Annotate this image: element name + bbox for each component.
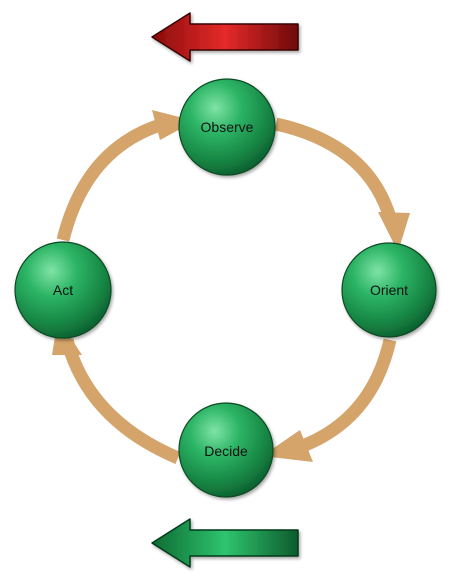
node-act-label: Act [53,282,73,298]
node-decide-label: Decide [204,443,248,459]
arrowhead-to-orient-icon [378,212,410,252]
connector-orient-to-decide [297,338,397,454]
top-left-arrow-icon [151,12,299,62]
node-observe: Observe [178,78,276,176]
node-decide: Decide [178,402,274,498]
arrowhead-to-decide-icon [262,430,313,462]
node-act: Act [14,241,112,339]
node-orient-label: Orient [370,282,408,298]
node-observe-label: Observe [201,119,254,135]
node-orient: Orient [341,242,437,338]
cycle-connectors [56,117,399,464]
connector-observe-to-orient [274,117,399,227]
connector-decide-to-act [60,338,181,464]
arrowhead-to-observe-icon [152,110,195,140]
bottom-left-arrow-icon [151,518,299,568]
connector-act-to-observe [56,118,163,242]
